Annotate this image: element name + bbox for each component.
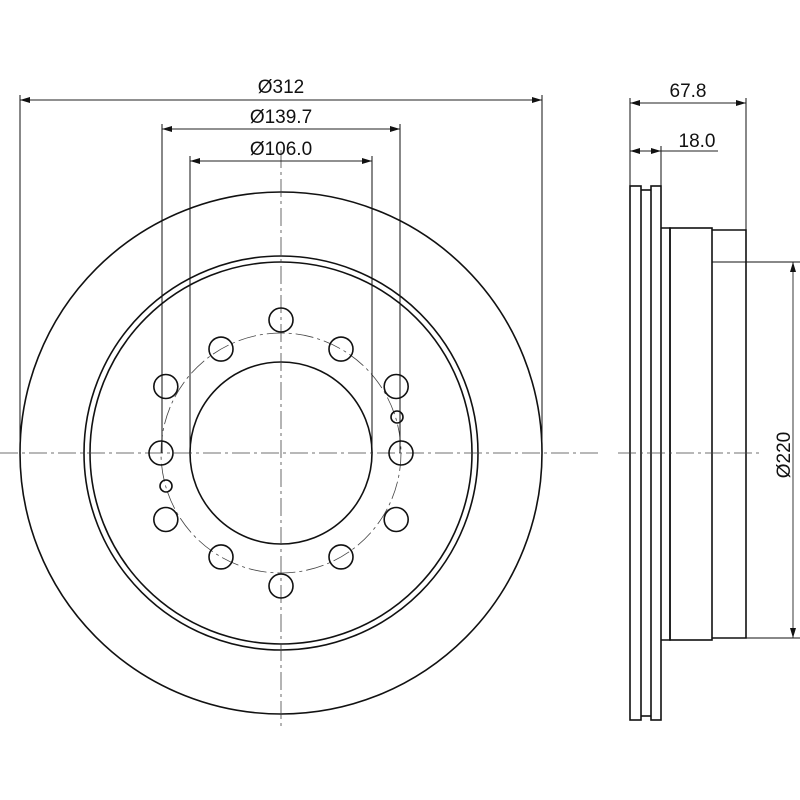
bolt-hole [388, 440, 414, 466]
hat-diameter-label: Ø220 [774, 432, 795, 478]
bolt-hole [268, 573, 294, 599]
pcd-label: Ø139.7 [250, 107, 312, 128]
thickness-label: 18.0 [679, 131, 716, 152]
bore-label: Ø106.0 [250, 139, 312, 160]
locating-hole [390, 410, 404, 424]
outer-diameter-label: Ø312 [258, 77, 304, 98]
front-view: Ø312 Ø139.7 Ø106.0 [0, 77, 600, 730]
locating-hole [159, 479, 173, 493]
bolt-holes [148, 307, 414, 599]
bolt-hole [383, 373, 409, 400]
bolt-hole [208, 336, 234, 362]
bolt-hole [153, 506, 179, 533]
bolt-hole [148, 440, 174, 466]
hat-section [661, 227, 671, 641]
bolt-hole [268, 307, 294, 333]
bolt-hole [328, 336, 354, 362]
bolt-hole [383, 506, 409, 533]
bolt-hole [153, 373, 179, 400]
bolt-hole [328, 544, 354, 570]
side-view: 67.8 18.0 Ø220 [618, 81, 800, 721]
bolt-hole [208, 544, 234, 570]
overall-height-label: 67.8 [670, 81, 707, 102]
